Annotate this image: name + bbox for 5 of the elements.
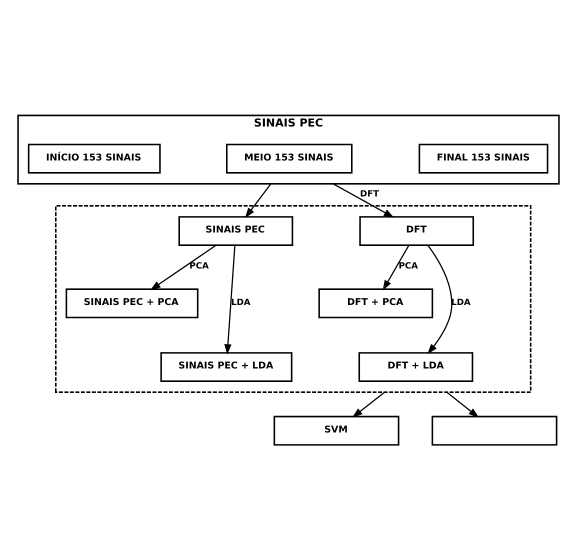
edge-label: PCA (189, 262, 209, 272)
edge-label: PCA (398, 262, 418, 272)
edge-label: DFT (360, 189, 379, 200)
edge-label: LDA (451, 298, 471, 308)
edge-label: LDA (231, 298, 250, 308)
